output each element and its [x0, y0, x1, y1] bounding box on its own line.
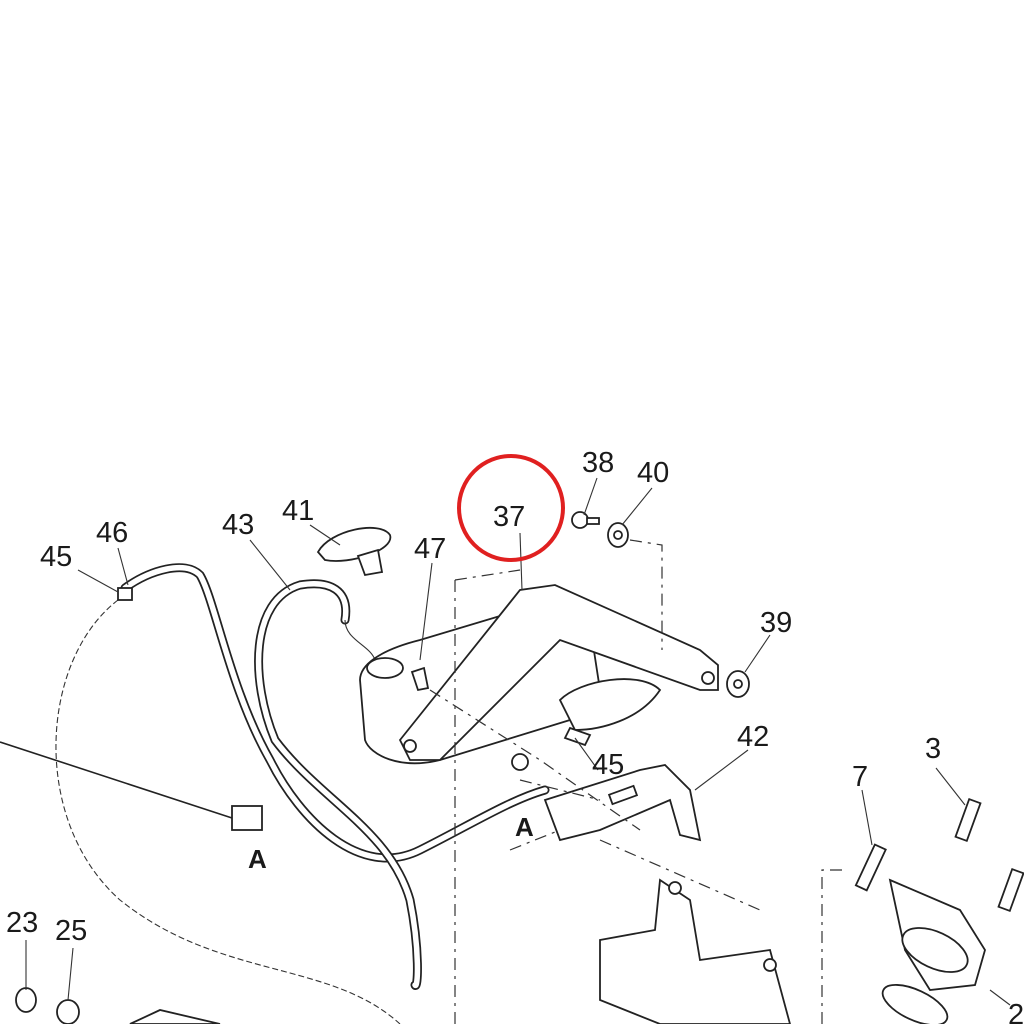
highlight-circle: [457, 454, 565, 562]
bracket-37: [398, 584, 719, 771]
callout-2[interactable]: 2: [1008, 999, 1024, 1024]
callout-23[interactable]: 23: [6, 907, 38, 939]
hose-46: [120, 563, 550, 863]
callout-42[interactable]: 42: [737, 721, 769, 753]
callout-46[interactable]: 46: [96, 517, 128, 549]
callout-39[interactable]: 39: [760, 607, 792, 639]
lower-plate: [599, 878, 791, 1024]
callout-38[interactable]: 38: [582, 447, 614, 479]
leader-line: [0, 741, 233, 819]
clip-a: [231, 805, 263, 831]
dashed-guide: [509, 829, 561, 851]
washer-25: [56, 999, 80, 1024]
callout-3[interactable]: 3: [925, 733, 941, 765]
clamp-45: [117, 587, 133, 601]
clamp-45b: [563, 726, 592, 747]
panel-outline: [55, 599, 401, 1024]
callout-45-lower[interactable]: 45: [592, 749, 624, 781]
lower-part: [129, 1009, 221, 1024]
section-mark-a: A: [248, 844, 267, 874]
callout-25[interactable]: 25: [55, 915, 87, 947]
callout-41[interactable]: 41: [282, 495, 314, 527]
callout-45[interactable]: 45: [40, 541, 72, 573]
nut-39: [726, 670, 750, 698]
callout-37[interactable]: 37: [493, 501, 525, 533]
dashed-line: [821, 869, 845, 1024]
leader-lines: [25, 477, 1011, 1006]
cap-41: [316, 526, 391, 577]
dashed-guide: [454, 569, 521, 581]
section-mark-a-lower: A: [515, 812, 534, 842]
thermostat-housing: [854, 798, 1024, 1024]
callout-40[interactable]: 40: [637, 457, 669, 489]
bracket-42: [543, 764, 702, 842]
callout-7[interactable]: 7: [852, 761, 868, 793]
hose-43: [254, 579, 422, 990]
callout-47[interactable]: 47: [414, 533, 446, 565]
callout-43[interactable]: 43: [222, 509, 254, 541]
dashed-guide: [599, 839, 761, 911]
dashed-guide: [629, 539, 663, 650]
nut-40: [607, 522, 629, 548]
hose-43-end: [344, 619, 376, 661]
bolt-23: [15, 987, 37, 1013]
bolt-38: [571, 511, 600, 529]
